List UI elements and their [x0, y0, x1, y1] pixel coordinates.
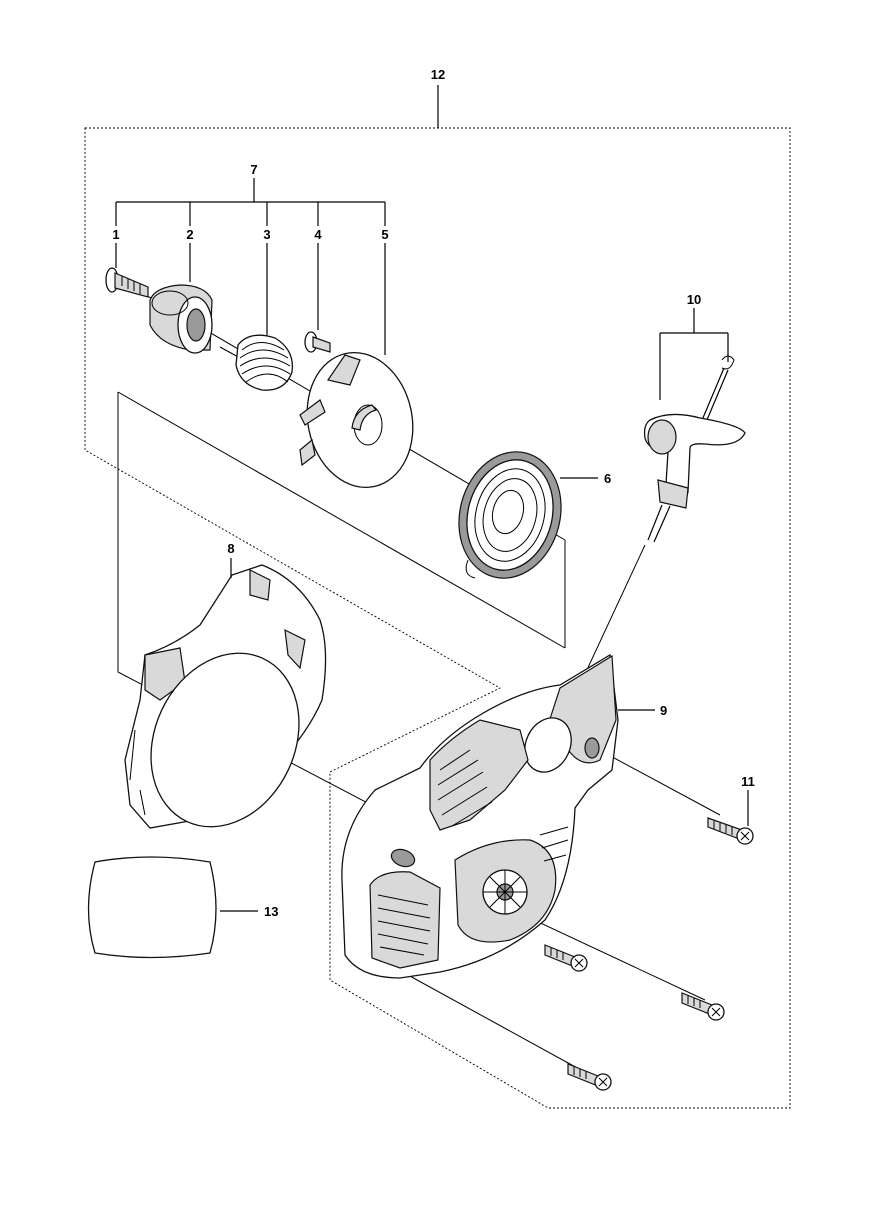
assembly-boundary [84, 127, 791, 1109]
bushing-icon [149, 284, 213, 354]
bracket-10 [659, 308, 729, 400]
screw-icon [707, 817, 754, 845]
callout-7: 7 [250, 162, 257, 177]
callout-13: 13 [264, 904, 278, 919]
callout-1: 1 [112, 227, 119, 242]
axis-line-screw-bot [407, 974, 591, 1076]
bracket-7 [115, 178, 386, 226]
washer-icon [304, 331, 331, 353]
screw-icon [105, 267, 149, 298]
callout-11: 11 [741, 774, 755, 789]
air-guide-icon [124, 564, 327, 829]
pulley-icon [299, 351, 414, 489]
axis-frame-top [117, 391, 566, 649]
callout-5: 5 [381, 227, 388, 242]
callout-3: 3 [263, 227, 270, 242]
spring-icon [219, 334, 294, 391]
callout-9: 9 [660, 703, 667, 718]
callout-2: 2 [186, 227, 193, 242]
decal-icon [87, 856, 217, 959]
axis-frame-left [117, 392, 401, 821]
callout-4: 4 [314, 227, 322, 242]
screw-icon [681, 992, 725, 1021]
handle-icon [643, 355, 746, 543]
callout-12: 12 [431, 67, 445, 82]
recoil-spring-icon [458, 451, 562, 579]
callout-10: 10 [687, 292, 701, 307]
callout-6: 6 [604, 471, 611, 486]
screw-icon [567, 1063, 612, 1091]
starter-housing-icon [341, 653, 619, 979]
screw-icon [544, 944, 588, 972]
callout-8: 8 [227, 541, 234, 556]
